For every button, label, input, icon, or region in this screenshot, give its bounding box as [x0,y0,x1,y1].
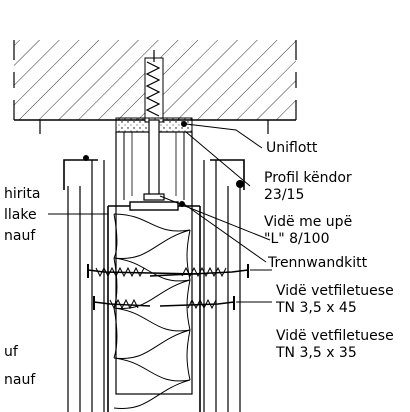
ceiling-profile [115,119,193,395]
label-left-line3: nauf [4,228,36,244]
stud-profile [107,201,201,412]
label-vide-line2: "L" 8/100 [264,231,329,247]
right-gypsum-boards [203,159,245,412]
label-vide-line1: Vidë me upë [264,214,352,230]
label-screw35-line2: TN 3,5 x 35 [275,345,357,361]
leader-uniflott [185,123,263,149]
leader-trennwandkitt [183,203,267,263]
mineral-wool-insulation [113,213,191,409]
label-screw45-line1: Vidë vetfiletuese [276,283,394,299]
leader-lines [48,123,272,303]
screw-tn-45 [87,264,249,278]
left-gypsum-boards [63,155,105,412]
label-left-line1: hirita [4,186,40,202]
label-profil-line1: Profil këndor [264,170,352,186]
leader-profil [185,131,251,187]
screw-tn-35 [93,296,235,310]
label-trennwandkitt: Trennwandkitt [267,255,368,271]
label-left-bottom1: uf [4,344,19,360]
label-screw35-line1: Vidë vetfiletuese [276,328,394,344]
label-profil-line2: 23/15 [264,187,304,203]
label-screw45-line2: TN 3,5 x 45 [275,300,357,316]
label-left-bottom2: nauf [4,372,36,388]
label-left-line2: llake [4,207,37,223]
label-uniflott: Uniflott [266,140,318,156]
anchor-dowel [144,50,164,123]
leader-vide [159,195,271,241]
callout-labels: Uniflott Profil këndor 23/15 Vidë me upë… [4,140,394,388]
